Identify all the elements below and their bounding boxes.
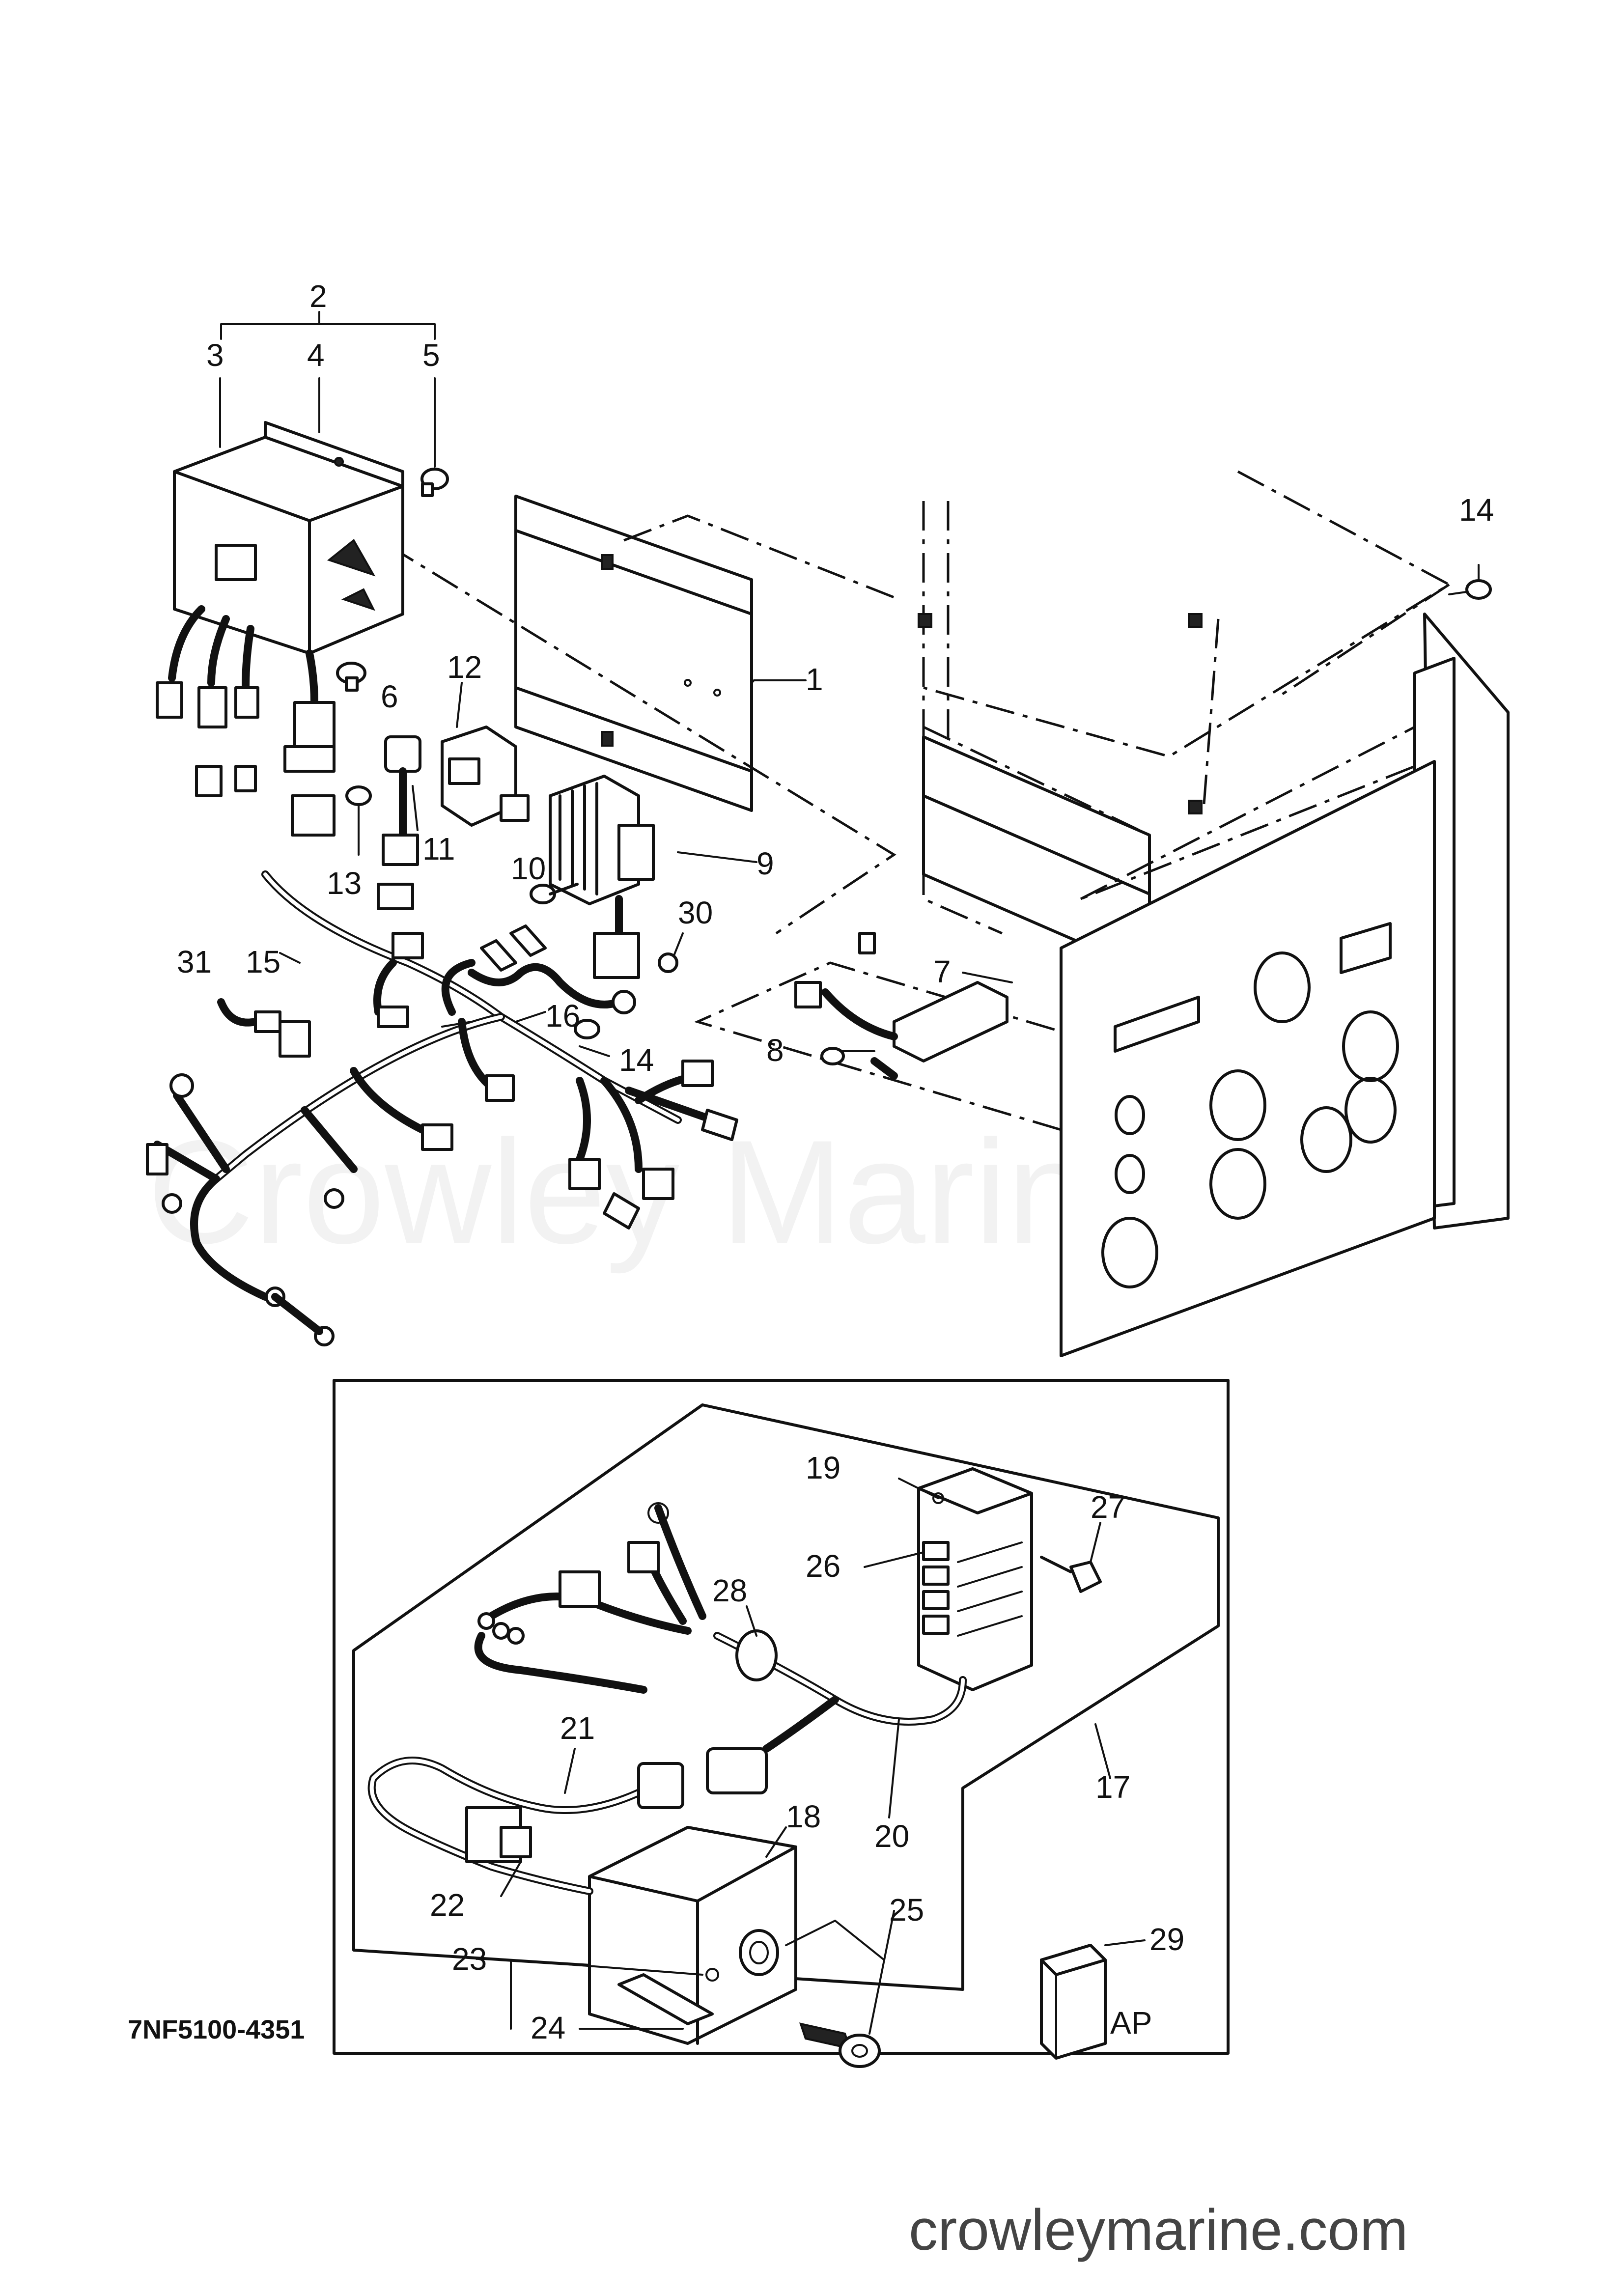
screw-5 [420, 468, 449, 497]
callout-12: 12 [447, 649, 482, 685]
callout-21: 21 [560, 1710, 595, 1746]
callout-11: 11 [422, 831, 455, 867]
bolt-6 [336, 662, 366, 692]
callout-30: 30 [678, 895, 713, 930]
control-box-18 [588, 1826, 797, 2045]
callout-3: 3 [206, 337, 224, 373]
callout-9: 9 [756, 846, 774, 881]
callout-labels: 1 2 3 4 5 6 7 8 9 10 11 12 13 14 14 15 1… [177, 279, 1494, 2045]
bracket-box [922, 735, 1151, 974]
callout-19: 19 [806, 1450, 840, 1485]
cable-16 [468, 963, 636, 1014]
callout-23: 23 [452, 1941, 487, 1977]
section-tag: AP [1110, 2005, 1152, 2041]
callout-7: 7 [933, 954, 951, 989]
callout-15: 15 [246, 944, 280, 979]
callout-22: 22 [430, 1887, 465, 1923]
callout-28: 28 [712, 1573, 747, 1608]
wire-harness-15 [146, 870, 738, 1346]
key-25 [799, 2022, 881, 2068]
callout-5: 5 [422, 337, 440, 373]
connector-31 [217, 998, 311, 1058]
callout-14-upper: 14 [1459, 492, 1494, 528]
site-url: crowleymarine.com [909, 2198, 1408, 2263]
callout-17: 17 [1095, 1769, 1130, 1805]
callout-18: 18 [786, 1799, 821, 1834]
callout-31: 31 [177, 944, 212, 979]
group-bracket-2 [220, 311, 436, 340]
callout-20: 20 [874, 1818, 909, 1854]
callout-25: 25 [889, 1892, 924, 1928]
front-panel [1060, 725, 1436, 1357]
relay-12 [441, 726, 530, 827]
screw-8 [820, 1047, 845, 1065]
owners-manual-29 [1040, 1944, 1107, 2060]
callout-10: 10 [511, 851, 546, 886]
callout-16: 16 [545, 998, 580, 1034]
fuse-block-19 [917, 1467, 1033, 1691]
leader-lines-kit [500, 1478, 1146, 2035]
callout-24: 24 [531, 2010, 565, 2045]
bolt-14-lower [574, 1019, 600, 1039]
cdi-unit [173, 421, 404, 655]
component-7 [794, 932, 1008, 1080]
drawing-code: 7NF5100-4351 [128, 2015, 305, 2044]
cdi-wiring [156, 605, 336, 837]
rectifier-regulator-9 [549, 775, 655, 979]
callout-27: 27 [1091, 1489, 1125, 1525]
kit-frame [333, 1379, 1230, 2055]
screw-27 [1040, 1556, 1102, 1593]
callout-26: 26 [806, 1548, 840, 1584]
callout-2: 2 [309, 279, 327, 314]
callout-29: 29 [1149, 1922, 1184, 1957]
callout-1: 1 [806, 662, 823, 697]
bolt-10 [530, 883, 579, 904]
washer-30 [658, 952, 678, 973]
fuse-holder-11 [377, 735, 421, 910]
callout-6: 6 [381, 679, 398, 714]
mounting-plate [514, 495, 753, 812]
callout-13: 13 [327, 866, 362, 901]
callout-8: 8 [766, 1033, 784, 1068]
bolt-14-upper [1448, 579, 1492, 600]
kit-harness [367, 1502, 967, 1895]
callout-4: 4 [307, 337, 325, 373]
callout-14-lower: 14 [619, 1042, 654, 1078]
bolt-13 [345, 785, 372, 806]
